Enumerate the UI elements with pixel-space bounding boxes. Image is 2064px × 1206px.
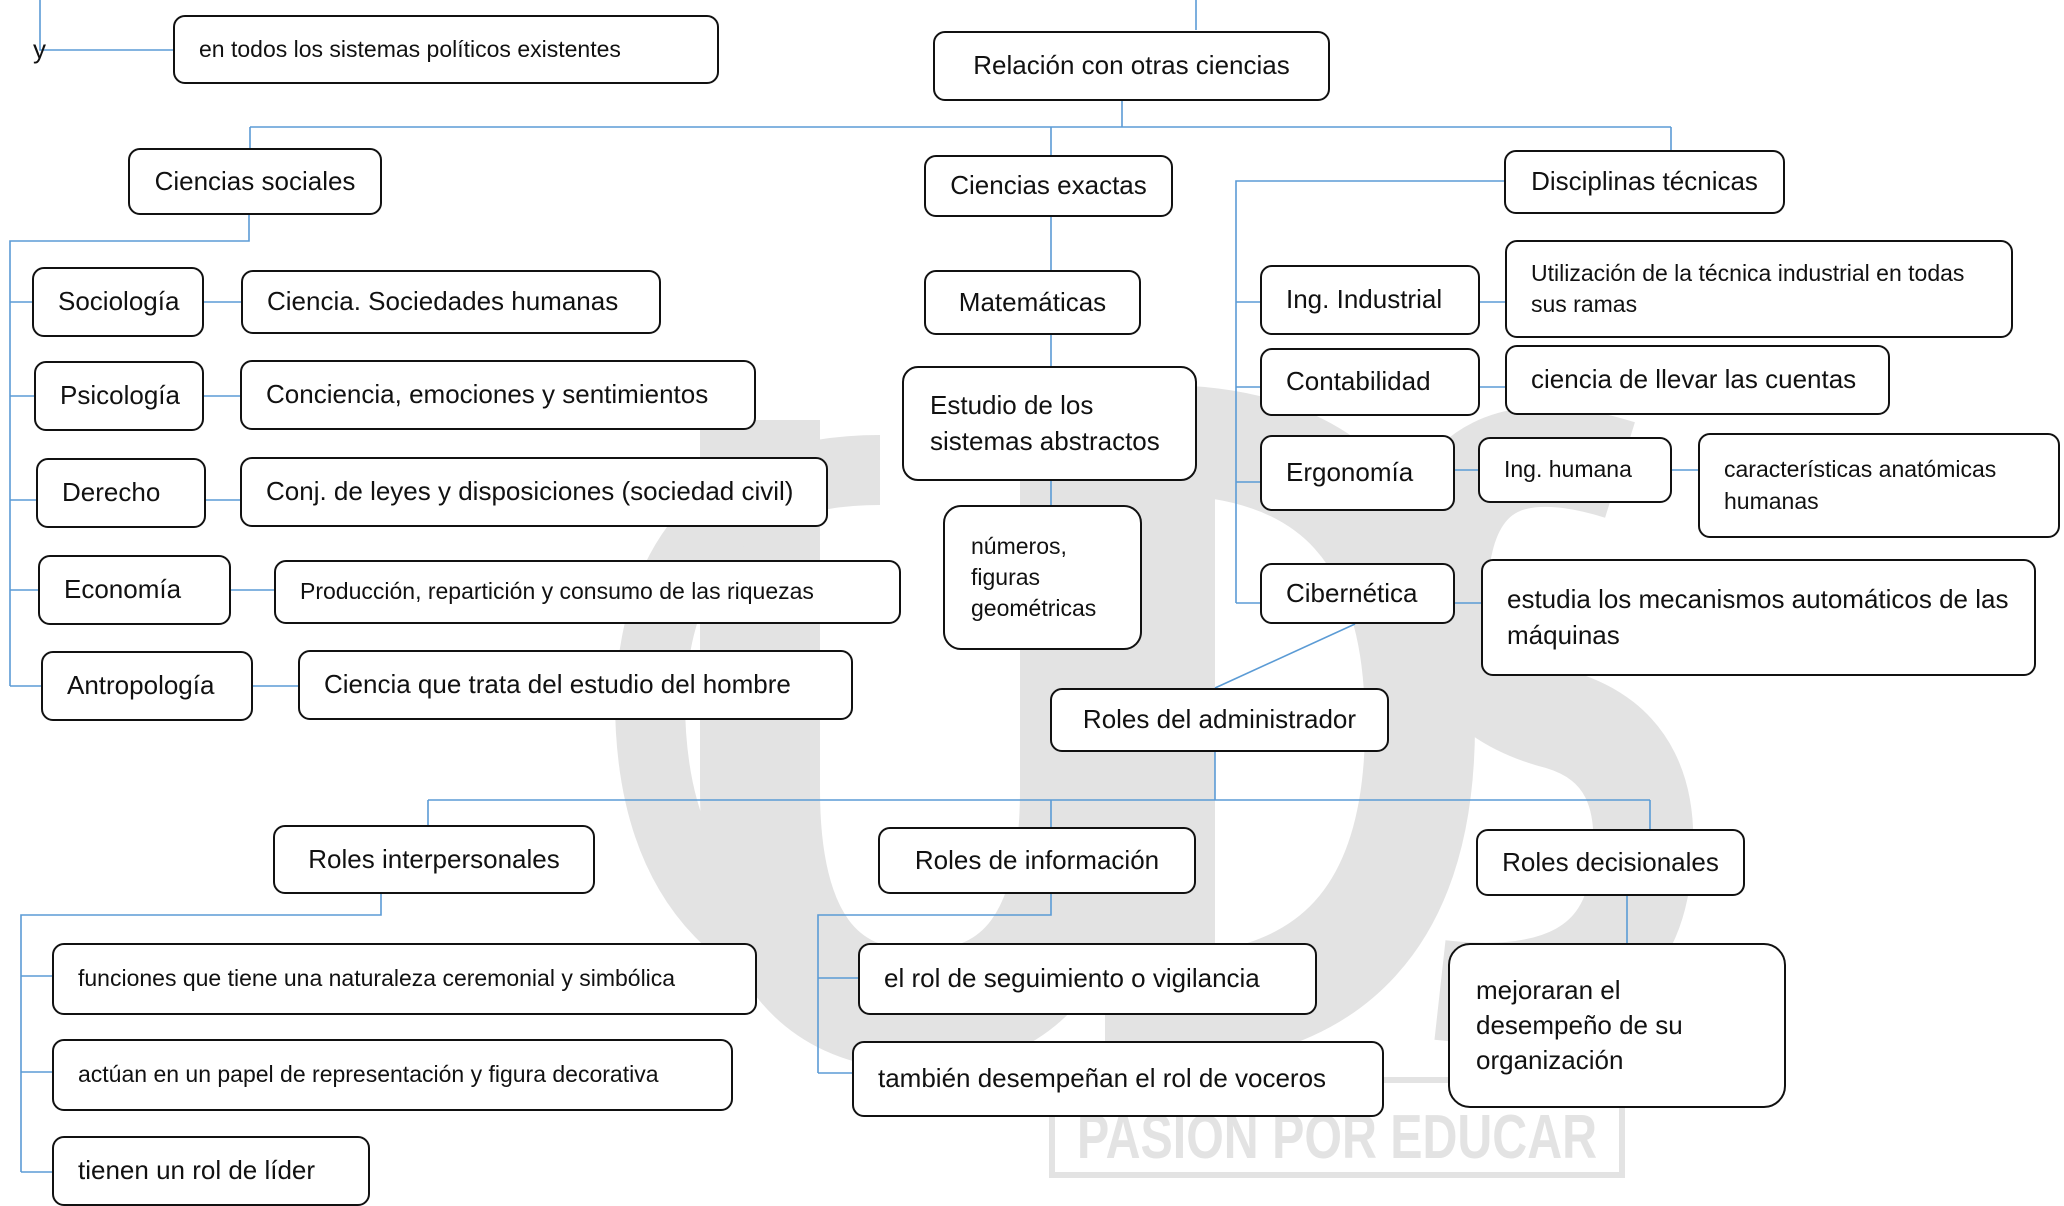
node-economia: Economía (38, 555, 231, 625)
node-numeros-figuras: números, figuras geométricas (943, 505, 1142, 650)
connector-sociales-desc (203, 301, 298, 687)
node-informacion-item-2: también desempeñan el rol de voceros (852, 1041, 1384, 1117)
node-relacion-otras-ciencias: Relación con otras ciencias (933, 31, 1330, 101)
node-sociologia: Sociología (32, 267, 204, 337)
connector-root-columns (249, 100, 1672, 155)
node-interpersonales-item-2: actúan en un papel de representación y f… (52, 1039, 733, 1111)
node-interpersonales-item-3: tienen un rol de líder (52, 1136, 370, 1206)
connector-informacion (817, 894, 1052, 1074)
node-informacion-item-1: el rol de seguimiento o vigilancia (858, 943, 1317, 1015)
node-ergonomia-desc: características anatómicas humanas (1698, 433, 2060, 538)
node-ing-humana: Ing. humana (1478, 437, 1672, 503)
node-roles-administrador: Roles del administrador (1050, 688, 1389, 752)
node-derecho-desc: Conj. de leyes y disposiciones (sociedad… (240, 457, 828, 527)
node-contabilidad: Contabilidad (1260, 348, 1480, 416)
node-estudio-sistemas: Estudio de los sistemas abstractos (902, 366, 1197, 481)
node-matematicas: Matemáticas (924, 270, 1141, 335)
node-cibernetica: Cibernética (1260, 563, 1455, 624)
node-roles-decisionales: Roles decisionales (1476, 829, 1745, 896)
node-ciencias-sociales: Ciencias sociales (128, 148, 382, 215)
node-roles-interpersonales: Roles interpersonales (273, 825, 595, 894)
connector-tecnicas (1235, 180, 1504, 604)
node-cibernetica-desc: estudia los mecanismos automáticos de la… (1481, 559, 2036, 676)
node-derecho: Derecho (36, 458, 206, 528)
node-psicologia: Psicología (34, 361, 204, 431)
y-connector-label: y (33, 34, 46, 64)
connector-top-left (39, 0, 175, 51)
node-economia-desc: Producción, repartición y consumo de las… (274, 560, 901, 624)
node-disciplinas-tecnicas: Disciplinas técnicas (1504, 150, 1785, 214)
node-ergonomia: Ergonomía (1260, 435, 1455, 511)
node-ing-industrial: Ing. Industrial (1260, 265, 1480, 335)
connector-interpersonales (20, 894, 382, 1173)
connector-cibernetica-roles (1214, 623, 1356, 689)
node-sociologia-desc: Ciencia. Sociedades humanas (241, 270, 661, 334)
connector-roles (427, 752, 1651, 829)
node-sistemas-politicos: en todos los sistemas políticos existent… (173, 15, 719, 84)
node-psicologia-desc: Conciencia, emociones y sentimientos (240, 360, 756, 430)
node-antropologia: Antropología (41, 651, 253, 721)
node-ciencias-exactas: Ciencias exactas (924, 155, 1173, 217)
connector-sociales (9, 215, 250, 687)
node-contabilidad-desc: ciencia de llevar las cuentas (1505, 345, 1890, 415)
node-antropologia-desc: Ciencia que trata del estudio del hombre (298, 650, 853, 720)
node-ing-industrial-desc: Utilización de la técnica industrial en … (1505, 240, 2013, 338)
connector-tecnicas-desc (1455, 301, 1698, 604)
node-interpersonales-item-1: funciones que tiene una naturaleza cerem… (52, 943, 757, 1015)
node-decisionales-desc: mejoraran el desempeño de su organizació… (1448, 943, 1786, 1108)
node-roles-informacion: Roles de información (878, 827, 1196, 894)
